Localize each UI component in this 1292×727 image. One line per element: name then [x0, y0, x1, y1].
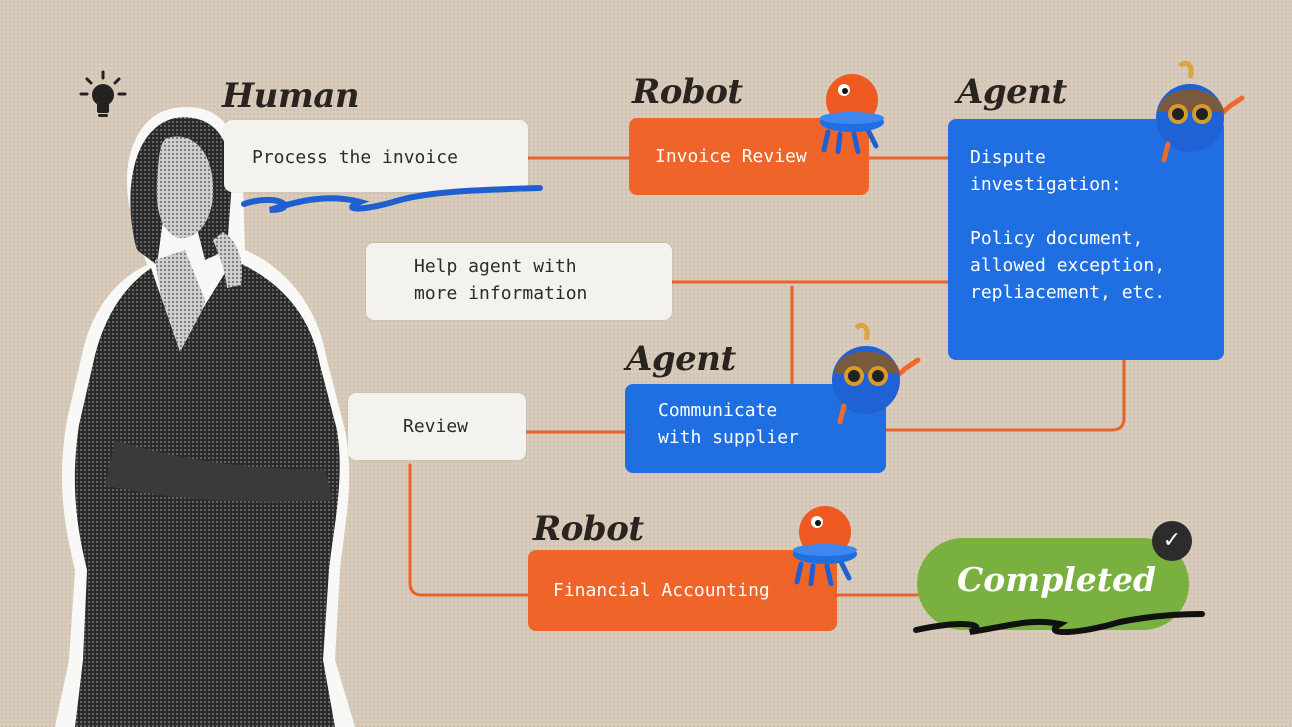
heading-agent-top: Agent [957, 72, 1067, 112]
heading-robot-top: Robot [632, 72, 743, 112]
node-completed[interactable]: Completed [917, 538, 1189, 630]
robot-mascot-top [820, 74, 884, 154]
connector-agent-to-communicate [884, 358, 1126, 432]
node-process-invoice[interactable]: Process the invoice [224, 120, 528, 192]
blue-scribble-underline [241, 185, 543, 213]
lightbulb-icon [79, 70, 127, 117]
completed-label: Completed [957, 560, 1157, 599]
check-icon: ✓ [1152, 521, 1192, 561]
agent-mascot-mid [832, 322, 921, 425]
heading-robot-bottom: Robot [533, 509, 644, 549]
node-invoice-review[interactable]: Invoice Review [629, 118, 869, 195]
heading-agent-mid: Agent [626, 339, 736, 379]
node-help-agent[interactable]: Help agent with more information [366, 243, 672, 320]
robot-mascot-bottom [793, 506, 857, 586]
agent-mascot-top [1156, 60, 1245, 163]
businesswoman-figure [55, 106, 355, 727]
node-dispute-investigation[interactable]: Dispute investigation: Policy document, … [948, 119, 1224, 360]
heading-human: Human [222, 76, 360, 116]
connector-review-to-accounting [408, 463, 530, 597]
black-scribble-underline [913, 611, 1205, 636]
node-review[interactable]: Review [348, 393, 526, 460]
node-financial-accounting[interactable]: Financial Accounting [528, 550, 837, 631]
